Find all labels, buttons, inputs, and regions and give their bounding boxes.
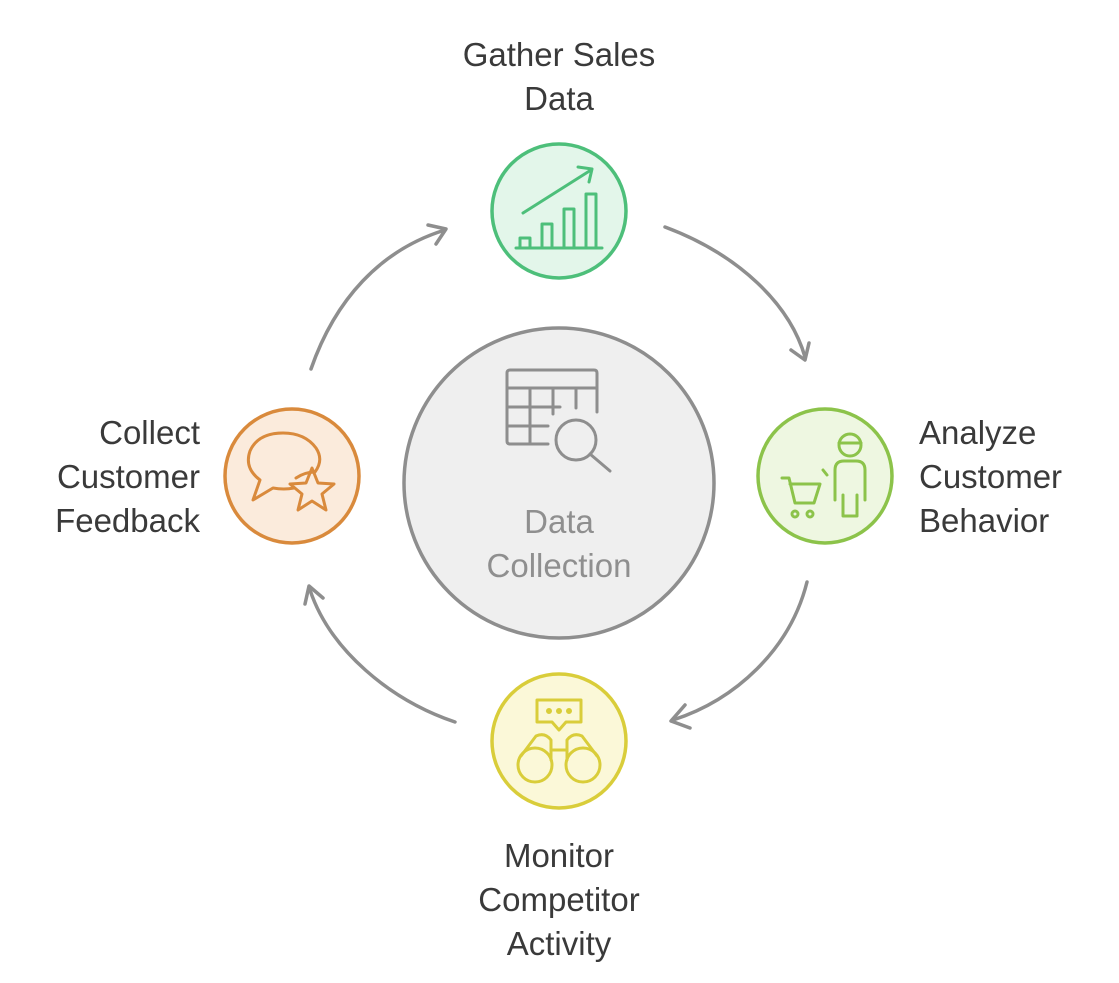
step-monitor-competitor-activity — [490, 672, 628, 810]
speech-bubble-star-icon — [246, 431, 336, 512]
label-gather-sales-data: Gather Sales Data — [404, 33, 714, 121]
center-hub — [402, 326, 716, 640]
label-monitor-competitor-activity: Monitor Competitor Activity — [404, 834, 714, 966]
label-line: Collect — [99, 414, 200, 451]
arrow-feedback-to-sales — [309, 223, 448, 371]
arrow-competitor-to-feedback — [303, 584, 457, 724]
arrow-sales-to-behavior — [663, 225, 811, 362]
center-title: Data Collection — [459, 500, 659, 588]
label-line: Feedback — [55, 502, 200, 539]
step-collect-customer-feedback — [223, 407, 361, 545]
center-title-line: Collection — [486, 547, 632, 584]
arrow-behavior-to-competitor — [669, 580, 809, 730]
cycle-arrows — [303, 223, 811, 730]
label-line: Customer — [56, 458, 200, 495]
label-collect-customer-feedback: Collect Customer Feedback — [10, 411, 200, 543]
center-title-line: Data — [524, 503, 594, 540]
step-gather-sales-data — [490, 142, 628, 280]
label-line: Customer — [919, 458, 1063, 495]
binoculars-chat-icon — [516, 698, 602, 784]
bar-chart-trend-icon — [514, 165, 604, 250]
shopping-cart-person-icon — [780, 432, 867, 519]
label-line: Activity — [506, 925, 612, 962]
label-line: Monitor — [503, 837, 615, 874]
spreadsheet-magnifier-icon — [505, 368, 612, 473]
label-line: Behavior — [919, 502, 1050, 539]
label-line: Competitor — [478, 881, 640, 918]
label-line: Analyze — [919, 414, 1037, 451]
label-analyze-customer-behavior: Analyze Customer Behavior — [919, 411, 1109, 543]
step-analyze-customer-behavior — [756, 407, 894, 545]
label-line: Data — [524, 80, 594, 117]
label-line: Gather Sales — [462, 36, 656, 73]
